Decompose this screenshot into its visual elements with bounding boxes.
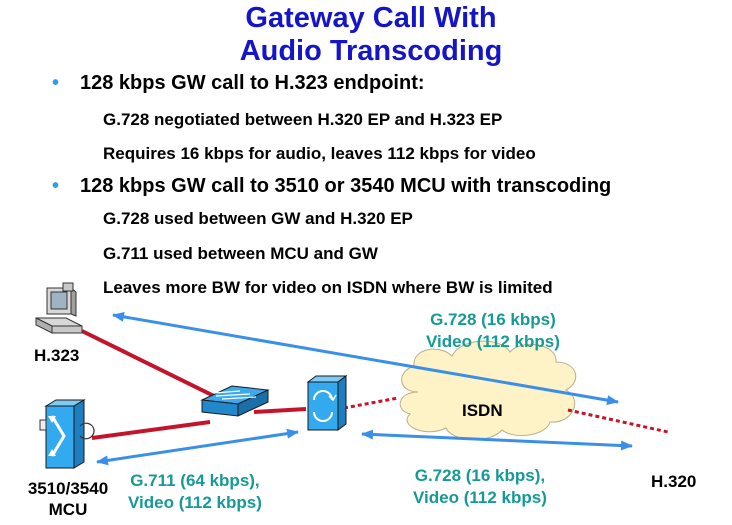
blue-arrows <box>96 311 633 466</box>
bullet-2-sub-2: G.728 used between GW and H.320 EP <box>103 209 413 228</box>
isdn-label: ISDN <box>462 401 503 420</box>
right-video-label: Video (112 kbps) <box>413 488 547 507</box>
title-line-2: Audio Transcoding <box>239 35 503 67</box>
bullet-1-sub-2: Requires 16 kbps for audio, leaves 112 k… <box>103 144 536 163</box>
top-video-label: Video (112 kbps) <box>426 332 560 351</box>
bullet-2: • 128 kbps GW call to 3510 or 3540 MCU wi… <box>52 175 611 198</box>
bullet-1-text: 128 kbps GW call to H.323 endpoint: <box>80 72 425 94</box>
bullet-dot: • <box>52 72 60 94</box>
bullet-1: • 128 kbps GW call to H.323 endpoint: <box>52 72 425 95</box>
link-isdn-h320 <box>567 408 669 434</box>
gateway-icon <box>306 375 348 431</box>
right-audio-label: G.728 (16 kbps), <box>414 466 546 485</box>
arrow-mcu-gateway <box>96 428 299 466</box>
left-audio-label: G.711 (64 kbps), <box>130 471 260 490</box>
arrow-gateway-h320 <box>361 429 633 451</box>
link-switch-gateway <box>253 407 307 414</box>
link-mcu-switch <box>91 420 211 440</box>
mcu-icon <box>39 399 95 469</box>
bullet-dot: • <box>52 175 60 197</box>
mcu-label-line-1: 3510/3540 <box>27 479 109 498</box>
bullet-2-sub-1: G.711 used between MCU and GW <box>103 244 378 263</box>
arrow-h323-h320 <box>112 311 619 406</box>
top-audio-label: G.728 (16 kbps) <box>430 310 556 329</box>
bullet-2-sub-3: Leaves more BW for video on ISDN where B… <box>103 278 553 297</box>
mcu-label: 3510/3540 MCU <box>18 478 118 520</box>
slide-title: Gateway Call With Audio Transcoding <box>0 2 732 68</box>
left-video-label: Video (112 kbps) <box>128 493 262 512</box>
right-codec-label: G.728 (16 kbps), Video (112 kbps) <box>413 465 547 509</box>
title-line-1: Gateway Call With <box>245 2 497 34</box>
red-links <box>81 329 669 440</box>
bullet-2-text: 128 kbps GW call to 3510 or 3540 MCU wit… <box>80 175 612 197</box>
link-h323-switch <box>81 329 219 400</box>
bullet-1-sub-1: G.728 negotiated between H.320 EP and H.… <box>103 110 503 129</box>
top-codec-label: G.728 (16 kbps) Video (112 kbps) <box>426 309 560 353</box>
mcu-label-line-2: MCU <box>48 500 88 519</box>
workstation-icon <box>35 282 83 334</box>
left-codec-label: G.711 (64 kbps), Video (112 kbps) <box>128 470 262 514</box>
link-gateway-isdn <box>343 396 399 410</box>
switch-icon <box>200 385 270 417</box>
h320-label: H.320 <box>651 472 697 491</box>
h323-label: H.323 <box>34 346 80 365</box>
